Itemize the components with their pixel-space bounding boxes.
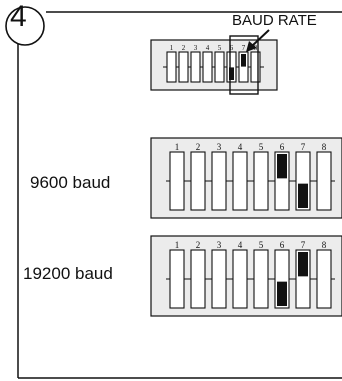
- overview-number-6: 6: [230, 44, 234, 52]
- overview-switch-3: [190, 51, 201, 83]
- config-19200-number-3: 3: [217, 240, 222, 250]
- overview-highlight-box: [229, 35, 259, 95]
- overview-number-4: 4: [206, 44, 210, 52]
- dip-switch-9600: 1 2 3 4 5 6 7 8: [150, 137, 342, 219]
- overview-switch-2: [178, 51, 189, 83]
- config-9600-switch-2: [190, 151, 206, 211]
- label-9600-baud: 9600 baud: [30, 173, 111, 192]
- config-9600-number-7: 7: [301, 142, 306, 152]
- config-19200-number-8: 8: [322, 240, 327, 250]
- config-19200-switch-4: [232, 249, 248, 309]
- config-19200-number-4: 4: [238, 240, 243, 250]
- overview-switch-7: [238, 51, 249, 83]
- config-19200-slider-6: [277, 281, 287, 306]
- config-9600-number-2: 2: [196, 142, 201, 152]
- config-9600-switch-8: [316, 151, 332, 211]
- config-9600-number-8: 8: [322, 142, 327, 152]
- config-9600-switch-5: [253, 151, 269, 211]
- overview-slider-7: [241, 54, 246, 67]
- config-19200-switch-2: [190, 249, 206, 309]
- step-circle: [5, 6, 45, 46]
- config-9600-switch-3: [211, 151, 227, 211]
- overview-switch-5: [214, 51, 225, 83]
- config-19200-slider-7: [298, 252, 308, 277]
- config-19200-number-7: 7: [301, 240, 306, 250]
- config-19200-number-2: 2: [196, 240, 201, 250]
- config-19200-switch-5: [253, 249, 269, 309]
- config-9600-number-6: 6: [280, 142, 285, 152]
- overview-switch-4: [202, 51, 213, 83]
- overview-switch-6: [226, 51, 237, 83]
- config-9600-switch-1: [169, 151, 185, 211]
- overview-number-5: 5: [218, 44, 222, 52]
- overview-number-3: 3: [194, 44, 198, 52]
- overview-number-7: 7: [242, 44, 246, 52]
- config-19200-number-1: 1: [175, 240, 180, 250]
- config-19200-switch-1: [169, 249, 185, 309]
- overview-switch-8: [250, 51, 261, 83]
- config-9600-slider-6: [277, 154, 287, 179]
- config-9600-number-3: 3: [217, 142, 222, 152]
- label-19200-baud: 19200 baud: [23, 264, 113, 283]
- config-9600-slider-7: [298, 183, 308, 208]
- overview-number-1: 1: [170, 44, 174, 52]
- config-19200-number-6: 6: [280, 240, 285, 250]
- overview-slider-6: [229, 67, 234, 80]
- config-9600-switch-4: [232, 151, 248, 211]
- dip-switch-19200: 1 2 3 4 5 6 7 8: [150, 235, 342, 317]
- overview-number-2: 2: [182, 44, 186, 52]
- step-number: 4: [10, 0, 27, 33]
- baud-rate-arrow: [251, 29, 270, 47]
- config-9600-number-1: 1: [175, 142, 180, 152]
- baud-rate-arrowhead: [246, 41, 257, 52]
- config-19200-switch-8: [316, 249, 332, 309]
- config-19200-switch-3: [211, 249, 227, 309]
- config-9600-number-5: 5: [259, 142, 264, 152]
- overview-switch-1: [166, 51, 177, 83]
- baud-rate-label: BAUD RATE: [232, 12, 317, 29]
- config-9600-number-4: 4: [238, 142, 243, 152]
- config-19200-number-5: 5: [259, 240, 264, 250]
